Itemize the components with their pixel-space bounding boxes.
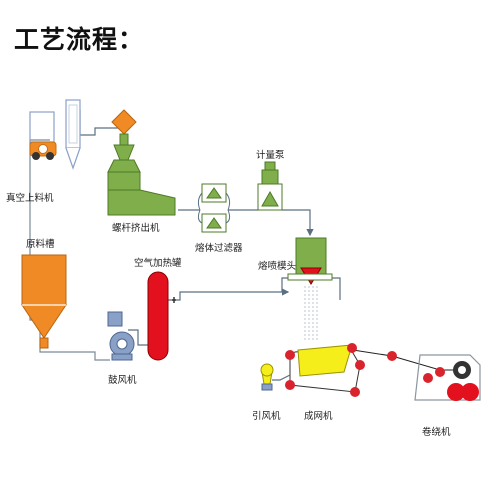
page-title: 工艺流程： (14, 25, 145, 54)
induced-fan (260, 363, 274, 391)
label-air-heater: 空气加热罐 (134, 258, 182, 269)
label-induced-fan: 引风机 (252, 411, 281, 422)
raw-material-tank (21, 254, 67, 349)
metering-pump (257, 161, 283, 211)
pipe-die-right (330, 277, 341, 300)
label-raw-tank: 原料槽 (26, 239, 55, 250)
melt-filter (197, 183, 231, 233)
label-spinneret: 熔喷模头 (258, 261, 297, 272)
vacuum-loader (29, 99, 81, 170)
spinneret-die (287, 237, 333, 340)
label-vacuum-loader: 真空上料机 (6, 193, 54, 204)
label-extruder: 螺杆挤出机 (112, 223, 160, 234)
winder (387, 351, 481, 401)
label-metering-pump: 计量泵 (256, 150, 285, 161)
label-melt-filter: 熔体过滤器 (195, 243, 243, 254)
label-blower: 鼓风机 (108, 375, 137, 386)
web-line (339, 347, 462, 371)
pipe-fan (272, 374, 291, 381)
pipe-heater-to-die (168, 288, 290, 301)
screw-extruder (107, 109, 176, 216)
pipe-blower-to-heater (128, 329, 148, 346)
pipes (29, 110, 462, 393)
label-winder: 卷绕机 (422, 427, 451, 438)
pipe-tank-bottom (44, 351, 110, 361)
blower (107, 311, 135, 361)
air-heater (147, 271, 176, 361)
pipe-pump-to-die (282, 209, 314, 237)
label-web-former: 成网机 (304, 411, 333, 422)
pipe-die-left (281, 277, 288, 292)
web-former (285, 343, 365, 397)
